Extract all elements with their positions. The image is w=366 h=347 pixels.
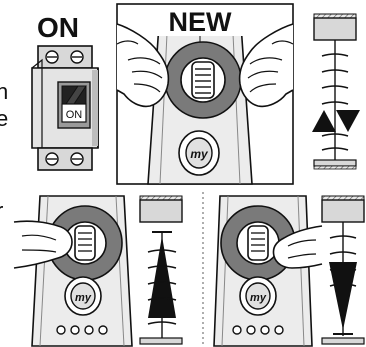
panel-power-on: ON ON [32, 12, 98, 170]
panel-jog-up: my [14, 196, 132, 346]
clipped-text-1: n [0, 79, 8, 104]
scroll-wheel [248, 226, 268, 260]
breaker-on-label: ON [66, 109, 83, 121]
shade-up-icon [140, 196, 182, 344]
panel-jog-down: my [214, 196, 322, 346]
down-arrow-icon [336, 110, 360, 132]
up-arrow-icon [148, 236, 176, 318]
shade-up-down-icon [312, 14, 360, 169]
panel-press-up-and-down: NEW my [117, 4, 293, 184]
my-button-label: my [75, 292, 92, 304]
clipped-text-2: e [0, 106, 8, 131]
scroll-wheel [75, 226, 95, 260]
power-heading: ON [37, 12, 79, 43]
shade-down-icon [322, 196, 364, 344]
my-button-label: my [250, 292, 267, 304]
my-button-label: my [190, 147, 209, 161]
up-arrow-icon [312, 110, 336, 132]
new-heading: NEW [169, 7, 233, 37]
circuit-breaker: ON [32, 46, 98, 170]
down-arrow-icon [329, 262, 357, 330]
clipped-text-3: r [0, 198, 3, 223]
right-hand-icon [240, 24, 293, 106]
